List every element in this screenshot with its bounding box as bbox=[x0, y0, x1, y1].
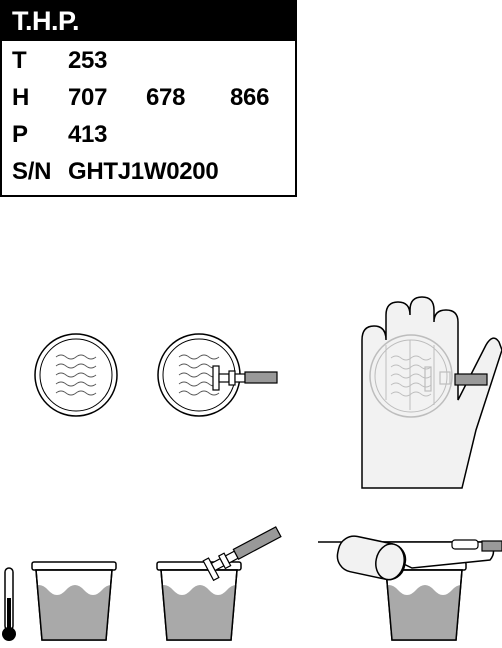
filter-disc-icon bbox=[35, 334, 117, 416]
cup-with-device-icon bbox=[318, 533, 502, 648]
thermometer-icon bbox=[2, 568, 16, 641]
gloved-hand-holding-disc-icon bbox=[362, 297, 502, 488]
filter-disc-with-probe-icon bbox=[158, 334, 277, 416]
cup-of-liquid-icon bbox=[30, 562, 120, 648]
cup-with-probe-icon bbox=[155, 523, 284, 648]
